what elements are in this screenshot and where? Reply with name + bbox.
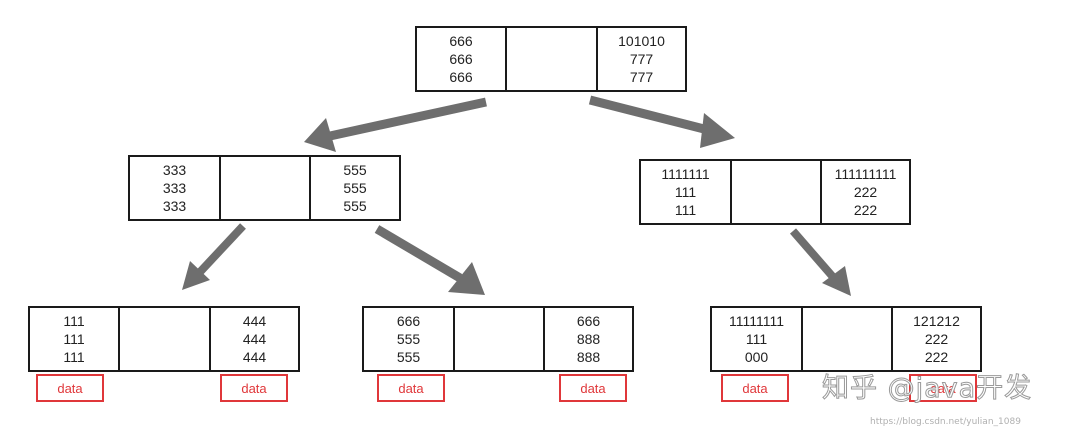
key-text: 111: [63, 331, 85, 347]
arrow-root-right: [588, 95, 710, 135]
watermark-text: 知乎 @java开发: [821, 373, 1033, 405]
leaf2-key-left: 666 555 555: [364, 308, 455, 370]
l1b-key-right: 111111111 222 222: [822, 161, 909, 223]
key-text: 222: [853, 202, 878, 218]
leaf1-key-left: 111 111 111: [30, 308, 120, 370]
leaf1-key-right: 444 444 444: [211, 308, 298, 370]
key-text: 1111111: [661, 166, 710, 182]
key-text: 333: [162, 180, 187, 196]
arrowhead-l1a-right: [448, 262, 485, 295]
leaf1-data-left: data: [36, 374, 104, 402]
watermark-url: https://blog.csdn.net/yulian_1089: [870, 417, 1021, 427]
root-key-left: 666 666 666: [417, 28, 507, 90]
leaf2-empty-slot: [455, 308, 545, 370]
key-text: 222: [924, 349, 949, 365]
root-node: 666 666 666 101010 777 777: [415, 26, 687, 92]
key-text: 101010: [618, 33, 665, 49]
key-text: 222: [853, 184, 878, 200]
key-text: 444: [242, 349, 267, 365]
key-text: 777: [629, 51, 654, 67]
key-text: 111: [674, 184, 697, 200]
key-text: 555: [396, 349, 421, 365]
leaf1-data-right: data: [220, 374, 288, 402]
leaf2-key-right: 666 888 888: [545, 308, 632, 370]
leaf3-data-right: data: [909, 374, 977, 402]
key-text: 222: [924, 331, 949, 347]
leaf3-data-left: data: [721, 374, 789, 402]
l1a-key-right: 555 555 555: [311, 157, 399, 219]
l1a-empty-slot: [221, 157, 311, 219]
key-text: 444: [242, 313, 267, 329]
arrow-l1b-down: [789, 228, 837, 280]
key-text: 666: [396, 313, 421, 329]
l1b-key-left: 1111111 111 111: [641, 161, 732, 223]
key-text: 555: [396, 331, 421, 347]
leaf3-empty-slot: [803, 308, 893, 370]
key-text: 111: [745, 331, 768, 347]
leaf2-data-right: data: [559, 374, 627, 402]
root-key-right: 101010 777 777: [598, 28, 685, 90]
key-text: 555: [343, 198, 367, 214]
key-text: 777: [629, 69, 654, 85]
arrow-l1a-right: [374, 225, 463, 282]
key-text: 111111111: [834, 166, 897, 182]
arrow-l1a-left: [197, 223, 246, 275]
key-text: 666: [576, 313, 601, 329]
key-text: 111: [63, 349, 85, 365]
arrowhead-l1b-down: [822, 266, 851, 296]
key-text: 666: [449, 69, 473, 85]
key-text: 000: [744, 349, 769, 365]
leaf3-key-right: 121212 222 222: [893, 308, 980, 370]
leaf-node-2: 666 555 555 666 888 888: [362, 306, 634, 372]
arrow-root-left: [329, 97, 487, 141]
arrowhead-root-right: [700, 113, 735, 148]
key-text: 121212: [913, 313, 960, 329]
key-text: 888: [576, 349, 601, 365]
leaf2-data-left: data: [377, 374, 445, 402]
arrowhead-root-left: [304, 118, 336, 152]
l1b-empty-slot: [732, 161, 822, 223]
l1a-key-left: 333 333 333: [130, 157, 221, 219]
leaf-node-1: 111 111 111 444 444 444: [28, 306, 300, 372]
key-text: 666: [449, 33, 473, 49]
leaf1-empty-slot: [120, 308, 211, 370]
leaf-node-3: 11111111 111 000 121212 222 222: [710, 306, 982, 372]
root-empty-slot: [507, 28, 598, 90]
key-text: 11111111: [728, 313, 784, 329]
leaf3-key-left: 11111111 111 000: [712, 308, 803, 370]
level1-node-right: 1111111 111 111 111111111 222 222: [639, 159, 911, 225]
key-text: 444: [242, 331, 267, 347]
key-text: 888: [576, 331, 601, 347]
level1-node-left: 333 333 333 555 555 555: [128, 155, 401, 221]
key-text: 555: [343, 162, 367, 178]
key-text: 555: [343, 180, 367, 196]
key-text: 111: [63, 313, 85, 329]
arrowhead-l1a-left: [182, 261, 210, 290]
key-text: 111: [674, 202, 697, 218]
key-text: 666: [449, 51, 473, 67]
key-text: 333: [162, 198, 187, 214]
key-text: 333: [162, 162, 187, 178]
